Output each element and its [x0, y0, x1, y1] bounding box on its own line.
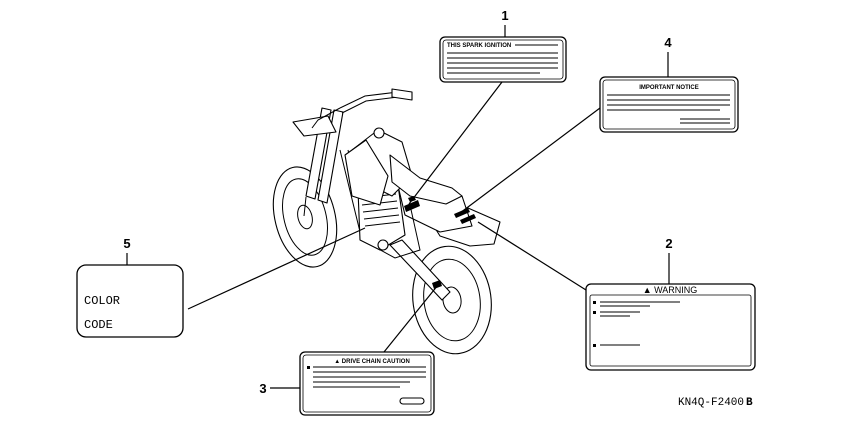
- frame: [339, 149, 421, 259]
- label-4-title: IMPORTANT NOTICE: [639, 85, 699, 91]
- leader-line-3: [383, 284, 439, 353]
- label-2-title: ▲ WARNING: [643, 285, 698, 295]
- swingarm-decal: [432, 280, 442, 289]
- callout-number-2: 2: [665, 236, 672, 251]
- callout-5: 5 COLOR CODE: [76, 227, 366, 338]
- callout-4: 4 IMPORTANT NOTICE: [459, 35, 739, 214]
- tank-decal: [404, 200, 420, 212]
- callout-2: 2 ▲ WARNING: [477, 221, 756, 371]
- wrench-icon: [399, 397, 425, 405]
- label-1-title: THIS SPARK IGNITION: [447, 43, 511, 49]
- leader-line-1: [408, 81, 503, 205]
- panel-decal: [454, 208, 470, 218]
- label-3-title: ▲ DRIVE CHAIN CAUTION: [334, 359, 410, 365]
- diagram-code: KN4Q-F2400 B: [678, 397, 753, 409]
- front-fender: [292, 115, 337, 137]
- label-5-line2: CODE: [84, 318, 113, 332]
- callout-number-5: 5: [123, 236, 130, 251]
- radiator-shroud: [344, 139, 389, 206]
- seat: [389, 154, 463, 205]
- callout-number-1: 1: [501, 8, 508, 23]
- diagram-code-suffix: B: [746, 397, 753, 409]
- front-wheel: [272, 166, 338, 268]
- motorcycle-illustration: [272, 88, 501, 355]
- leader-line-5: [187, 227, 366, 310]
- label-5-line1: COLOR: [84, 294, 120, 308]
- callout-1: 1 THIS SPARK IGNITION: [408, 8, 567, 205]
- callout-number-4: 4: [664, 35, 672, 50]
- callout-number-3: 3: [259, 381, 266, 396]
- diagram-code-text: KN4Q-F2400: [678, 397, 744, 409]
- callout-3: 3 ▲ DRIVE CHAIN CAUTION: [259, 284, 439, 416]
- leader-line-2: [477, 221, 587, 291]
- handlebar: [311, 88, 413, 129]
- leader-line-4: [459, 107, 601, 214]
